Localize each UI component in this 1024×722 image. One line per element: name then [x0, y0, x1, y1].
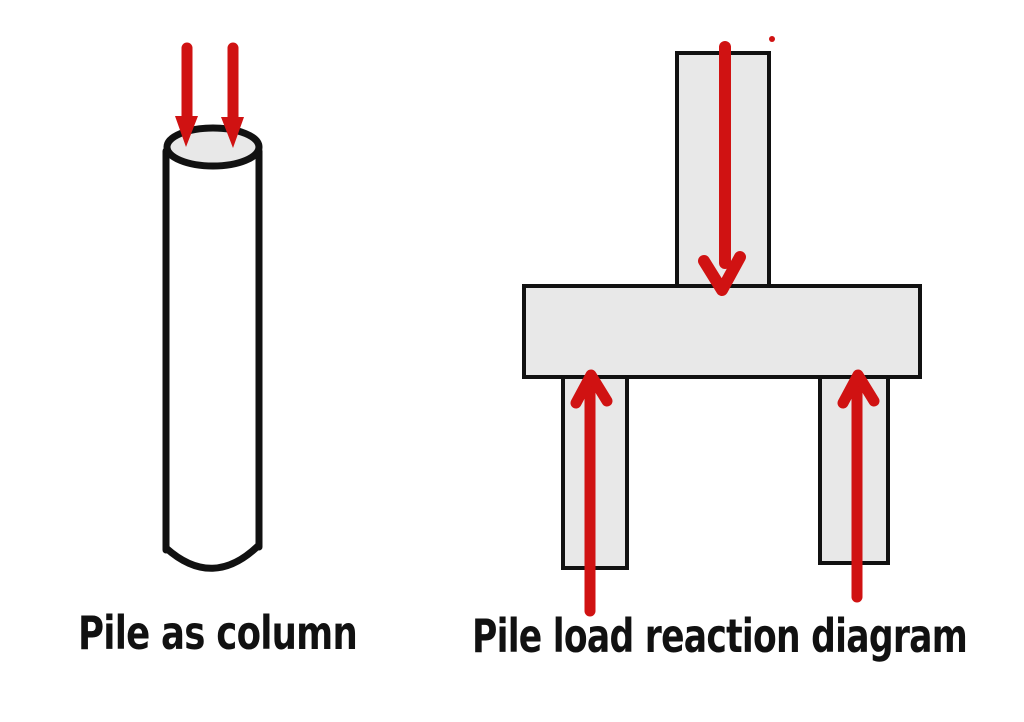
pile-cylinder-bottom-arc [162, 541, 263, 572]
pile-as-column-figure: Pile as column [78, 42, 358, 660]
right-figure-caption: Pile load reaction diagram [472, 609, 967, 663]
reaction-arrow-right-icon [837, 369, 880, 603]
load-arrow-left-head [175, 116, 198, 147]
reaction-arrow-right-head [837, 369, 880, 409]
stray-red-dot [769, 36, 775, 42]
pile-load-reaction-figure: Pile load reaction diagram [472, 36, 968, 663]
load-arrow-left-icon [175, 42, 198, 147]
left-figure-caption: Pile as column [78, 606, 357, 660]
column-load-arrow-icon [698, 41, 746, 296]
pile-cap-rect [522, 284, 922, 379]
load-arrow-right-head [221, 117, 244, 148]
pile-cylinder-top-ellipse [163, 124, 263, 170]
reaction-arrow-left-head [570, 369, 613, 409]
column-load-arrow-head [698, 251, 746, 296]
reaction-arrow-left-icon [570, 369, 613, 617]
load-arrow-right-icon [221, 42, 244, 148]
